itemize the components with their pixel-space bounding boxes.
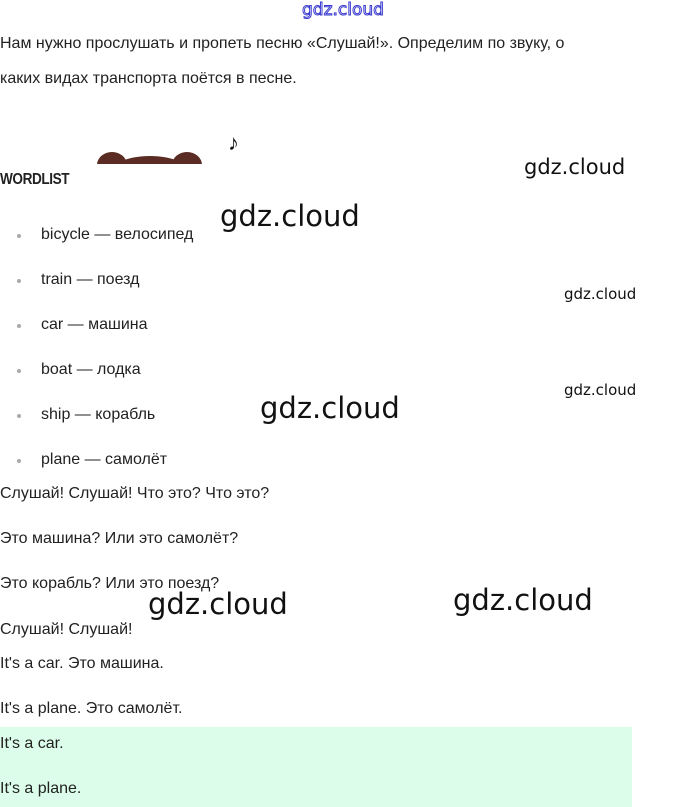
wordlist-item: boat — лодка <box>41 361 141 378</box>
answer-line: It's a car. <box>0 735 64 752</box>
wordlist-item: car — машина <box>41 316 148 333</box>
wordlist-item: plane — самолёт <box>41 451 168 468</box>
watermark: gdz.cloud <box>453 583 593 617</box>
watermark: gdz.cloud <box>302 0 385 21</box>
song-line: It's a plane. Это самолёт. <box>0 700 183 717</box>
song-line: Это машина? Или это самолёт? <box>0 530 239 547</box>
bullet <box>17 459 21 463</box>
music-note-icon: ♪ <box>228 130 239 155</box>
bullet <box>17 234 21 238</box>
intro-line-2: каких видах транспорта поётся в песне. <box>0 70 297 87</box>
song-line: It's a car. Это машина. <box>0 655 164 672</box>
wordlist-item: bicycle — велосипед <box>41 226 194 243</box>
bullet <box>17 324 21 328</box>
song-line: Слушай! Слушай! <box>0 621 133 638</box>
song-line: Это корабль? Или это поезд? <box>0 575 220 592</box>
wordlist-heading: WORDLIST <box>0 171 70 188</box>
bullet <box>17 369 21 373</box>
song-line: Слушай! Слушай! Что это? Что это? <box>0 485 270 502</box>
bear-illustration <box>97 150 203 164</box>
wordlist-item: ship — корабль <box>41 406 156 423</box>
bullet <box>17 279 21 283</box>
watermark: gdz.cloud <box>220 199 360 233</box>
intro-line-1: Нам нужно прослушать и пропеть песню «Сл… <box>0 35 565 52</box>
watermark: gdz.cloud <box>260 391 400 425</box>
watermark: gdz.cloud <box>148 587 288 621</box>
wordlist-item: train — поезд <box>41 271 140 288</box>
bullet <box>17 414 21 418</box>
watermark: gdz.cloud <box>564 285 637 303</box>
watermark: gdz.cloud <box>564 381 637 399</box>
answer-box <box>0 727 632 807</box>
watermark: gdz.cloud <box>524 155 626 179</box>
answer-line: It's a plane. <box>0 780 82 797</box>
